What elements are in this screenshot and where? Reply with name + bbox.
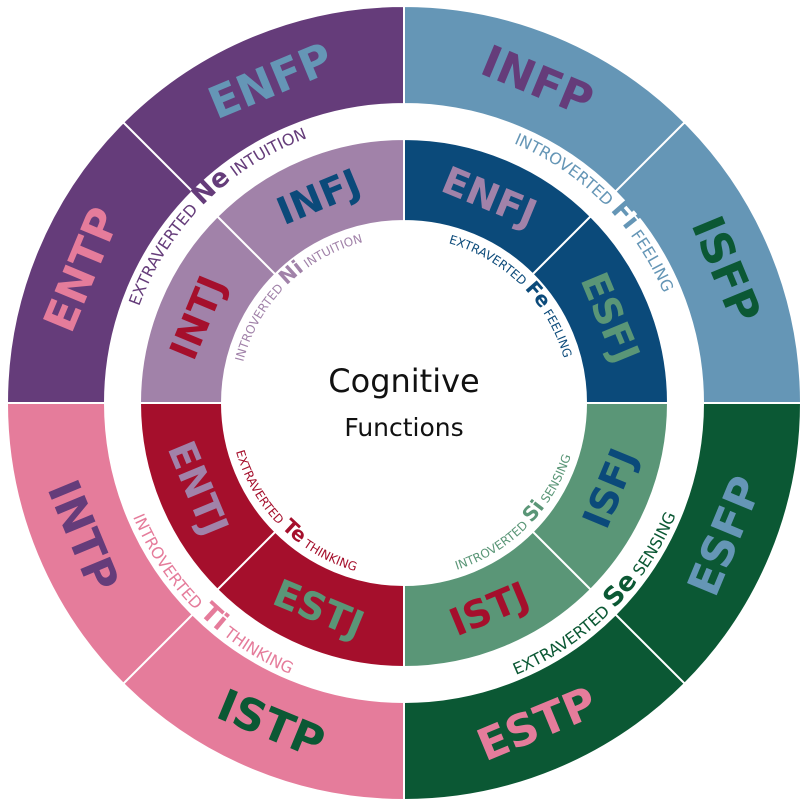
center-title-line2: Functions bbox=[344, 413, 463, 442]
center-title-line1: Cognitive bbox=[328, 362, 479, 400]
rings-group bbox=[4, 3, 804, 803]
center-title: Cognitive Functions bbox=[328, 362, 479, 442]
